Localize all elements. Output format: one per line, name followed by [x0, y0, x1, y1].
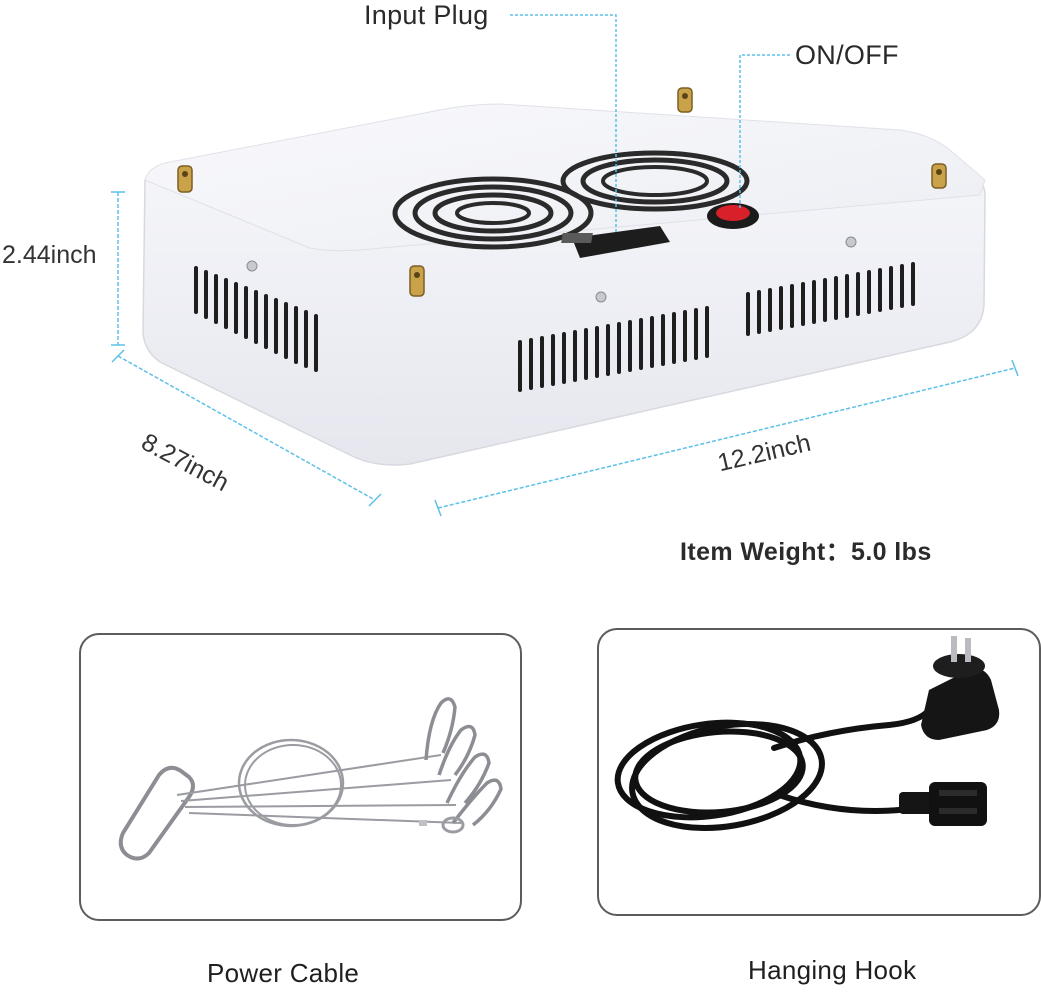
- hanging-hook-caption: Hanging Hook: [748, 955, 917, 985]
- screw-right: [845, 236, 857, 248]
- s-hook-icon: [451, 778, 503, 827]
- s-hook-icon: [445, 752, 491, 805]
- input-plug-socket: [561, 226, 670, 258]
- brass-mount-front-center: [409, 265, 425, 297]
- carabiner-icon: [118, 765, 195, 861]
- hanging-wire-kit-image: [118, 697, 503, 861]
- iec-connector-icon: [899, 782, 987, 826]
- vent-slots-right: [746, 262, 915, 336]
- item-weight-label: Item Weight：5.0 lbs: [680, 538, 932, 566]
- height-dimension-label: 2.44inch: [2, 241, 97, 269]
- screw-center: [595, 291, 607, 303]
- input-plug-label: Input Plug: [364, 0, 489, 30]
- brass-mount-back-right: [931, 163, 947, 189]
- cooling-fan-right: [560, 150, 750, 212]
- grow-light-panel: [111, 14, 1019, 517]
- accessory-box-right: [597, 628, 1041, 916]
- on-off-leader: [739, 54, 790, 210]
- depth-dimension-line: [117, 355, 376, 501]
- input-plug-leader: [510, 14, 617, 232]
- width-dimension-line: [437, 367, 1016, 509]
- on-off-label: ON/OFF: [795, 40, 899, 70]
- screw-left: [246, 260, 258, 272]
- s-hook-icon: [424, 697, 457, 761]
- cooling-fan-left: [392, 176, 594, 250]
- accessory-box-left: [79, 633, 522, 921]
- vent-slots-middle: [518, 306, 709, 392]
- brass-mount-front-left: [177, 165, 193, 193]
- dimension-lines: [111, 191, 1019, 517]
- power-cable-caption: Power Cable: [207, 958, 360, 988]
- brass-mount-back-center: [677, 87, 693, 113]
- s-hook-icon: [437, 724, 477, 777]
- power-cable-image: [614, 636, 1000, 831]
- schuko-plug-icon: [921, 636, 1000, 740]
- on-off-switch: [707, 203, 759, 229]
- callout-lines: [510, 14, 790, 232]
- vent-slots-left: [194, 266, 318, 372]
